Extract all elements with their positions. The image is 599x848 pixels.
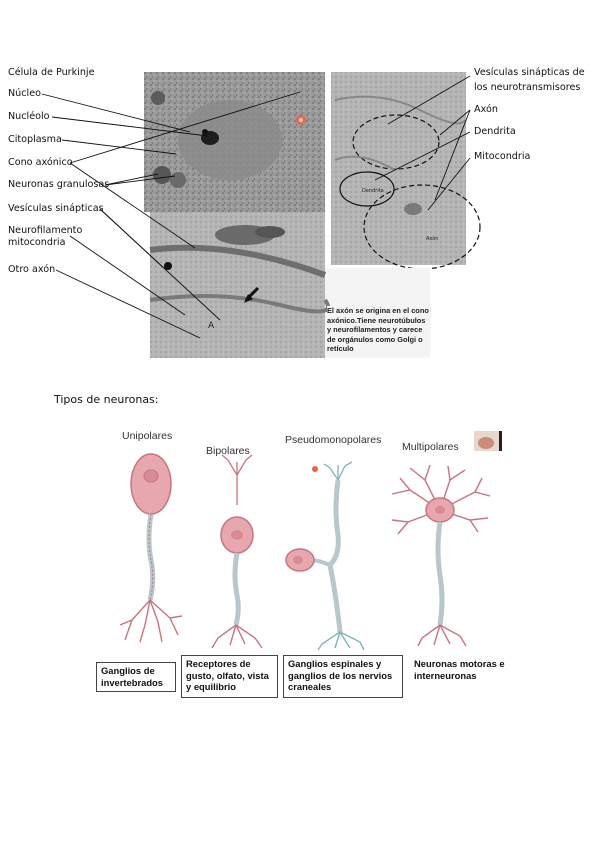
- label-mitochondria-right: Mitocondria: [474, 151, 531, 162]
- inset-axon-label: Axón: [426, 235, 438, 242]
- title-bipolar: Bipolares: [206, 445, 250, 457]
- pseudounipolar-neuron-drawing: [285, 461, 365, 651]
- section-title-neuron-types: Tipos de neuronas:: [54, 393, 159, 406]
- label-synaptic-vesicles: Vesículas sinápticas: [8, 203, 104, 214]
- title-multipolar: Multipolares: [402, 441, 459, 453]
- inset-dendrite-label: Dendrita: [362, 188, 384, 194]
- description-pseudounipolar: Ganglios espinales y ganglios de los ner…: [283, 655, 403, 698]
- title-pseudounipolar: Pseudomonopolares: [285, 434, 382, 446]
- label-neurofilament: Neurofilamento: [8, 225, 83, 236]
- purkinje-micrograph: [144, 72, 325, 212]
- label-dendrite: Dendrita: [474, 126, 516, 137]
- description-unipolar: Ganglios de invertebrados: [96, 662, 176, 692]
- bipolar-neuron-drawing: [211, 454, 263, 649]
- unipolar-neuron-drawing: [119, 453, 183, 643]
- label-axon: Axón: [474, 104, 498, 115]
- description-multipolar: Neuronas motoras e interneuronas: [410, 656, 510, 688]
- label-nucleolus: Nucléolo: [8, 111, 50, 122]
- label-axon-hillock: Cono axónico: [8, 157, 73, 168]
- inset-letter-a: A: [208, 321, 215, 331]
- label-purkinje-cell: Célula de Purkinje: [8, 67, 95, 78]
- label-cytoplasm: Citoplasma: [8, 134, 62, 145]
- left-leader-lines: [41, 91, 301, 339]
- label-neurotransmitter-vesicles-2: los neurotransmisores: [474, 82, 581, 93]
- micrograph-caption: El axón se origina en el cono axónico.Ti…: [327, 306, 431, 354]
- label-mitochondria: mitocondria: [8, 237, 66, 248]
- title-unipolar: Unipolares: [122, 430, 173, 442]
- label-nucleus: Núcleo: [8, 88, 41, 99]
- multipolar-neuron-drawing: [391, 431, 502, 647]
- label-other-axon: Otro axón: [8, 264, 56, 275]
- right-leader-lines: [374, 75, 471, 211]
- description-bipolar: Receptores de gusto, olfato, vista y equ…: [181, 655, 278, 698]
- label-neurotransmitter-vesicles-1: Vesículas sinápticas de: [474, 67, 585, 78]
- label-granule-neurons: Neuronas granulosas: [8, 179, 110, 190]
